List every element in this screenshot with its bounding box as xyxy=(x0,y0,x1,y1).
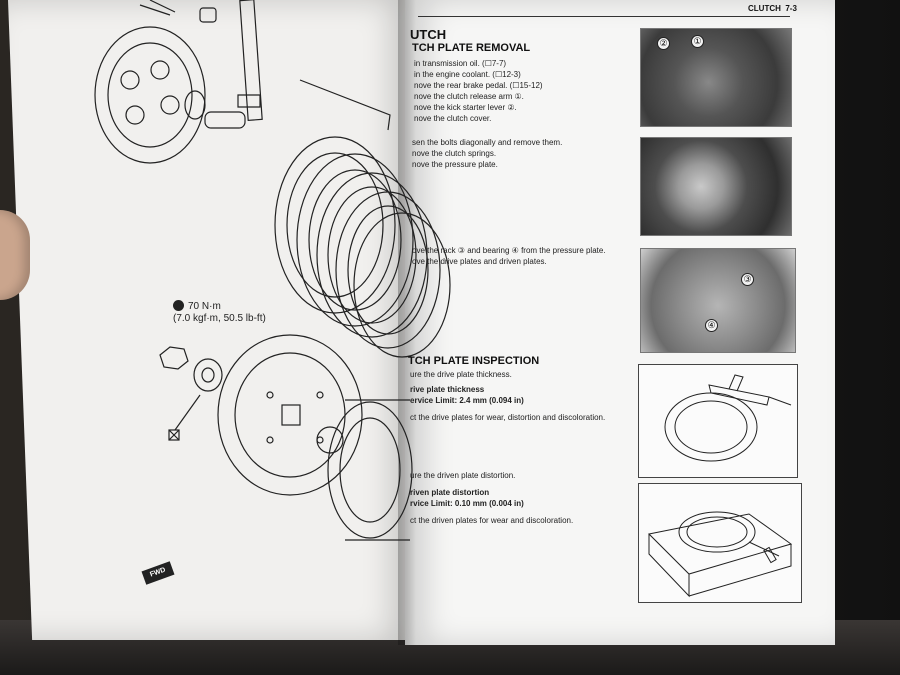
surface-plate-drawing xyxy=(647,511,793,598)
torque-value: 70 N·m xyxy=(188,301,221,312)
removal-step: nove the rear brake pedal. (☐15-12) xyxy=(414,81,543,90)
callout-1: ① xyxy=(691,35,704,48)
removal-step: nove the clutch cover. xyxy=(414,114,492,123)
header-section: CLUTCH xyxy=(748,4,781,13)
photo-rack-bearing: ③ ④ xyxy=(640,248,796,353)
removal-step: in transmission oil. (☐7-7) xyxy=(414,59,507,68)
removal-steps: in transmission oil. (☐7-7) in the engin… xyxy=(414,58,624,124)
illustration-drive-plate-caliper xyxy=(638,364,798,478)
removal-step: nove the clutch springs. xyxy=(412,149,497,158)
caliper-drawing xyxy=(664,374,792,462)
inspection-drive: ure the drive plate thickness. rive plat… xyxy=(410,369,635,423)
removal-step: in the engine coolant. (☐12-3) xyxy=(414,70,521,79)
thumb xyxy=(0,210,30,300)
driven-intro: ure the driven plate distortion. xyxy=(410,471,516,480)
callout-4: ④ xyxy=(705,319,718,332)
removal-title: TCH PLATE REMOVAL xyxy=(412,42,531,54)
left-page xyxy=(8,0,410,640)
drive-plate-check: ct the drive plates for wear, distortion… xyxy=(410,413,606,422)
photo-clutch-cover: ② ① xyxy=(640,28,792,127)
inspection-intro: ure the drive plate thickness. xyxy=(410,370,512,379)
callout-3: ③ xyxy=(741,273,754,286)
driven-plate-check: ct the driven plates for wear and discol… xyxy=(410,516,574,525)
removal-step: ove the drive plates and driven plates. xyxy=(412,257,547,266)
photo-pressure-plate xyxy=(640,137,792,236)
chapter-title: UTCH xyxy=(410,27,447,42)
removal-steps-3: ove the rack ③ and bearing ④ from the pr… xyxy=(412,245,640,267)
drive-plate-label: rive plate thickness xyxy=(410,385,485,394)
removal-steps-2: sen the bolts diagonally and remove them… xyxy=(412,137,632,170)
removal-step: nove the pressure plate. xyxy=(412,160,498,169)
torque-wrench-icon xyxy=(173,300,184,311)
header-page: 7-3 xyxy=(785,4,797,13)
driven-plate-limit: rvice Limit: 0.10 mm (0.004 in) xyxy=(410,499,524,508)
inspection-driven: ure the driven plate distortion. riven p… xyxy=(410,470,635,526)
callout-2: ② xyxy=(657,37,670,50)
header-rule xyxy=(418,16,790,17)
torque-imperial: (7.0 kgf·m, 50.5 lb-ft) xyxy=(173,313,266,324)
removal-step: nove the clutch release arm ①. xyxy=(414,92,524,101)
page-header: CLUTCH 7-3 xyxy=(748,4,797,13)
torque-spec: 70 N·m (7.0 kgf·m, 50.5 lb-ft) xyxy=(173,300,266,325)
illustration-driven-plate-feeler xyxy=(638,483,802,603)
removal-step: nove the kick starter lever ②. xyxy=(414,103,517,112)
removal-step: ove the rack ③ and bearing ④ from the pr… xyxy=(412,246,606,255)
driven-plate-label: riven plate distortion xyxy=(410,488,490,497)
inspection-title: TCH PLATE INSPECTION xyxy=(408,355,540,367)
drive-plate-limit: ervice Limit: 2.4 mm (0.094 in) xyxy=(410,396,524,405)
removal-step: sen the bolts diagonally and remove them… xyxy=(412,138,563,147)
